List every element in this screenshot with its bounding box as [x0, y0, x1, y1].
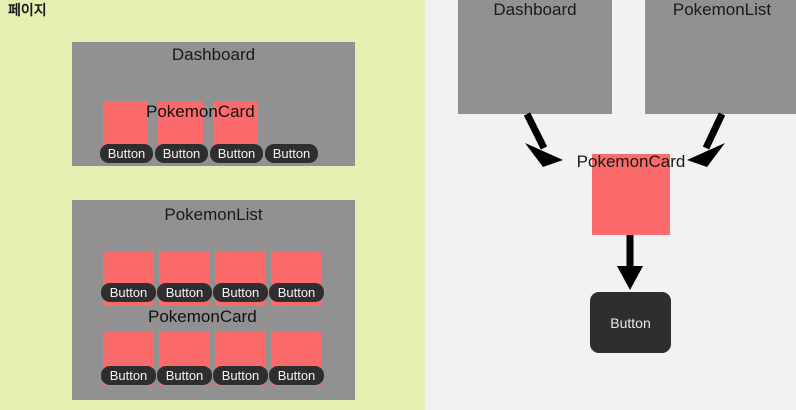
card-button[interactable]: Button	[155, 144, 208, 163]
pokemonlist-pokemoncard-label: PokemonCard	[148, 307, 257, 326]
card-button[interactable]: Button	[101, 283, 156, 302]
graph-node-pokemoncard-label: PokemonCard	[576, 152, 686, 171]
graph-node-pokemonlist-label: PokemonList	[672, 0, 772, 19]
card-button[interactable]: Button	[265, 144, 318, 163]
card-button[interactable]: Button	[101, 366, 156, 385]
card-button[interactable]: Button	[157, 283, 212, 302]
card-button[interactable]: Button	[210, 144, 263, 163]
graph-node-pokemoncard[interactable]	[592, 154, 670, 235]
pokemonlist-title: PokemonList	[164, 205, 263, 224]
card-button[interactable]: Button	[213, 283, 268, 302]
arrow-dashboard-to-pokemoncard	[523, 112, 563, 167]
graph-node-dashboard[interactable]	[458, 0, 612, 114]
card-button[interactable]: Button	[100, 144, 153, 163]
right-component-graph-panel: Dashboard PokemonList PokemonCard Button	[425, 0, 796, 410]
graph-node-button[interactable]: Button	[590, 292, 671, 353]
graph-node-pokemonlist[interactable]	[645, 0, 796, 114]
card-button[interactable]: Button	[213, 366, 268, 385]
card-button[interactable]: Button	[157, 366, 212, 385]
page-title: 페이지	[8, 2, 47, 18]
dashboard-pokemoncard-label: PokemonCard	[146, 102, 255, 121]
card-button[interactable]: Button	[269, 366, 324, 385]
left-page-panel: 페이지 Dashboard PokemonCard Button Button …	[0, 0, 425, 410]
graph-node-dashboard-label: Dashboard	[493, 0, 577, 19]
card-button[interactable]: Button	[269, 283, 324, 302]
arrow-pokemoncard-to-button	[617, 235, 643, 290]
dashboard-title: Dashboard	[171, 45, 256, 64]
